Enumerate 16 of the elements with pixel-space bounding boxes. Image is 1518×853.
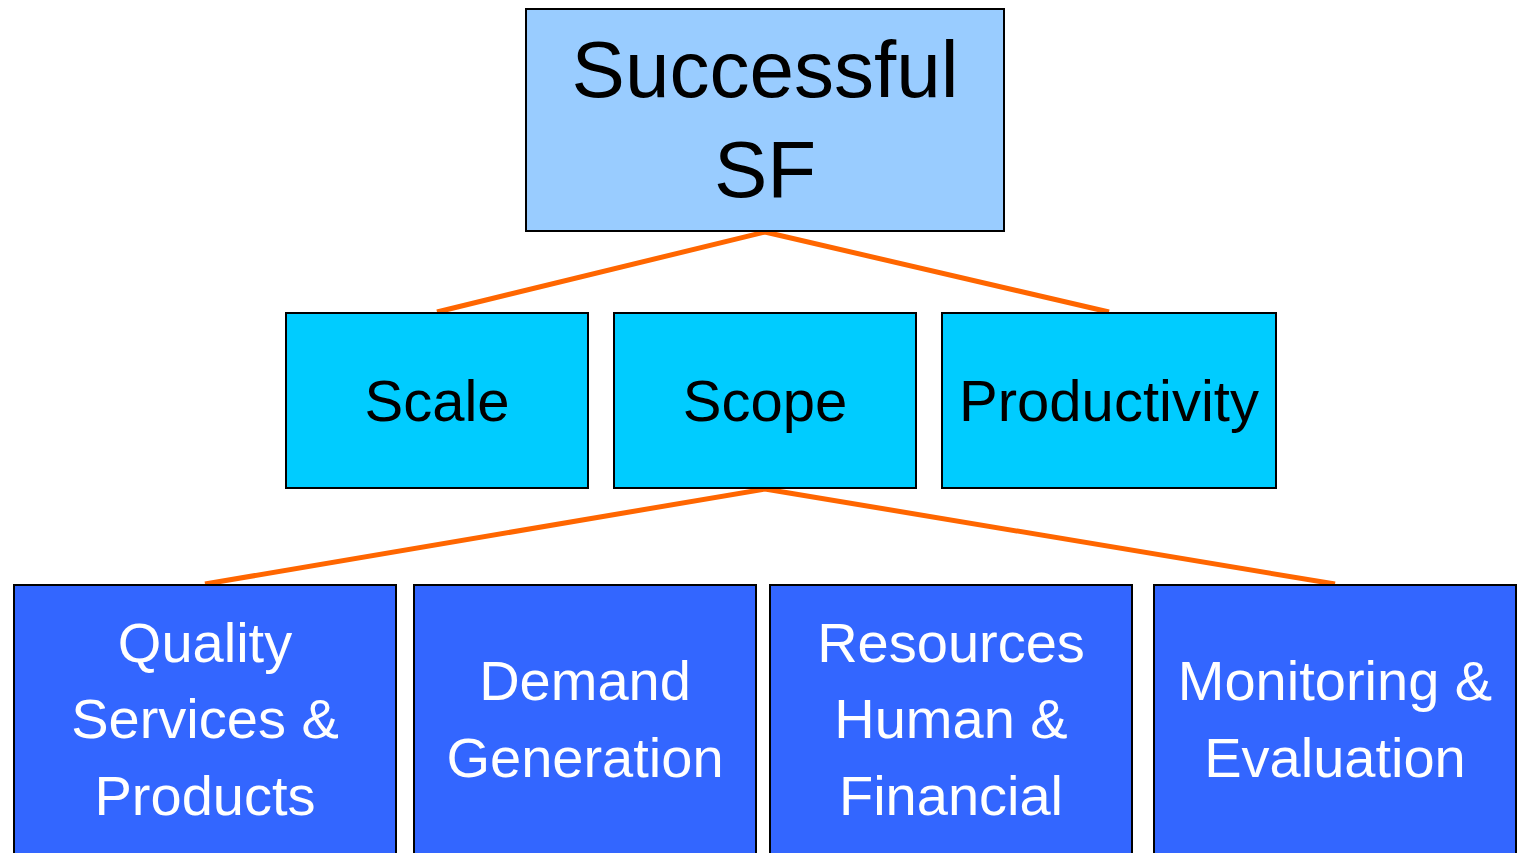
factor-box: [285, 312, 589, 489]
box-label: Scale: [364, 366, 510, 435]
factor-box: [941, 312, 1277, 489]
component-box: [769, 584, 1133, 853]
box-label: Monitoring & Evaluation: [1176, 648, 1494, 791]
box-label: Resources Human & Financial: [816, 610, 1086, 829]
component-box: [413, 584, 757, 853]
box-label: Scope: [682, 366, 848, 435]
factor-box: [613, 312, 917, 489]
box-label: Demand Generation: [445, 648, 725, 791]
box-label: Quality Services & Products: [70, 610, 340, 829]
component-box: [13, 584, 397, 853]
component-box: [1153, 584, 1517, 853]
goal-box: [525, 8, 1005, 232]
box-label: Productivity: [959, 366, 1259, 435]
box-label: Successful SF: [570, 24, 960, 216]
